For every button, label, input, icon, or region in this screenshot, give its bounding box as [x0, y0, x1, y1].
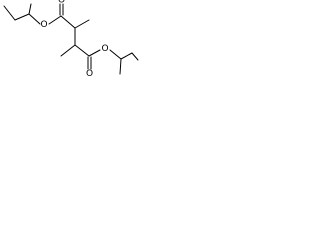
bond [3, 5, 16, 21]
bond [60, 44, 76, 57]
bond [60, 15, 76, 29]
molecule-drawing: O O O O [3, 0, 139, 79]
ester-oxygen-left-label: O [40, 20, 47, 30]
bond [28, 13, 41, 25]
bond [109, 49, 122, 60]
bond [131, 52, 139, 61]
bond [74, 44, 90, 57]
bond [119, 58, 122, 75]
carbonyl-oxygen-bottom-label: O [86, 69, 93, 79]
bond [14, 13, 30, 21]
carbonyl-oxygen-top-label: O [58, 0, 65, 6]
bond [74, 19, 90, 29]
ester-oxygen-right-label: O [101, 44, 108, 54]
bond [48, 15, 62, 25]
bond [28, 3, 32, 15]
chemical-structure-diagram: O O O O [0, 0, 140, 93]
bond [120, 52, 133, 60]
bond [88, 49, 101, 57]
